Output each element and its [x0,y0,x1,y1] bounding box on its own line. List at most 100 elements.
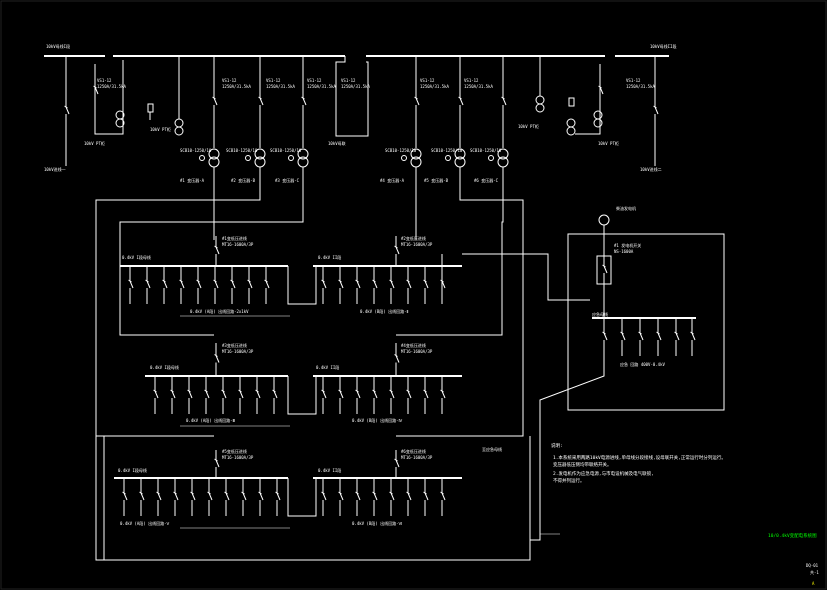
row3-feeder-14-x1 [372,491,376,495]
row3-left-bus: 0.4kV I段母线 [118,468,147,473]
row3-feeder-13-x1 [355,491,359,495]
sw-label-6: VS1-12 [420,78,435,83]
pt-left-sw-blade [94,86,99,95]
revision-mark: A [812,581,815,586]
row1-left-incomer-x1 [214,245,218,249]
row3-feeder-18-blade [441,492,446,501]
tx1-hv-breaker-x1 [212,96,216,100]
row2-feeder-2-x1 [170,389,174,393]
tx2-hv-breaker-blade [259,97,264,106]
pt-right-coil-b [593,118,603,128]
pt-left-pt-a [174,118,184,128]
row1-left-bus: 0.4kV I段母线 [122,255,151,260]
row2-feeder-14-blade [407,390,412,399]
pt-left-fuse [147,103,154,113]
bus-tie-label: 10kV母联 [328,141,346,146]
row2-coupler [287,376,317,415]
row2-right-breaker: #4变低压进线 [401,343,426,348]
generator-symbol [598,214,610,226]
row3-feeder-11-blade [322,492,327,501]
tx1-ct [199,155,205,161]
row2-left-breaker-sub: MT16-1600A/3P [222,349,254,354]
pt-left-pt-b [174,126,184,136]
sw-sub-5: 1250A/31.5kA [341,84,370,89]
row3-feeder-13-blade [356,492,361,501]
pt-right-pt-b [566,126,576,136]
row2-feeder-16-x1 [440,389,444,393]
row2-feeder-8-blade [273,390,278,399]
row3-right-bus: 0.4kV II段 [318,468,342,473]
tx6-hv-breaker-x1 [501,96,505,100]
pt-right-coil-a [593,110,603,120]
row2-right-breaker-sub: MT16-1600A/3P [401,349,433,354]
row1-feeder-14-blade [390,280,395,289]
row1-feeder-4-x1 [179,279,183,283]
lv-outer-loop [95,436,531,561]
row3-right-caption: 0.4kV (B段) 出线回路-Ⅵ [352,521,403,526]
pt-left-sw-x1 [93,85,97,89]
tx6-lv-lead [396,167,504,336]
row3-feeder-2-x1 [139,491,143,495]
gen-feeder-3-x1 [638,331,642,335]
tx-spec-2: SCB10-1250/10 [226,148,258,153]
row1-feeder-2-x1 [145,279,149,283]
incoming-right-label: 10kV进线二 [640,167,662,172]
tx4-hv-breaker-blade [415,97,420,106]
row3-left-breaker-sub: MT16-1600A/3P [222,455,254,460]
sw-label-2: VS1-12 [222,78,237,83]
row1-left-incomer-blade [215,246,220,255]
row2-feeder-1-x1 [153,389,157,393]
pt-right-sw-x1 [598,85,602,89]
row2-feeder-14-x1 [406,389,410,393]
row3-feeder-7-blade [225,492,230,501]
generator-panel [567,233,725,411]
gen-feeder-2-blade [621,332,626,341]
row3-right-breaker-sub: MT16-1600A/3P [401,455,433,460]
row2-feeder-10-blade [339,390,344,399]
row3-feeder-15-blade [390,492,395,501]
row3-feeder-14-blade [373,492,378,501]
pt-right-sw-blade [599,86,604,95]
row2-feeder-12-x1 [372,389,376,393]
row3-feeder-11-x1 [321,491,325,495]
gen-feeder-4-x1 [656,331,660,335]
pt-right-label: 10kV PT柜 [598,141,619,146]
row2-right-caption: 0.4kV (B段) 出线回路-Ⅳ [352,418,403,423]
row1-right-incomer-x1 [394,245,398,249]
row3-feeder-12-x1 [338,491,342,495]
row3-feeder-8-x1 [241,491,245,495]
gen-feeder-caption: 应急 回路 400V-0.4kV [620,362,665,367]
pt-right-meter-label: 10kV PT柜 [518,124,539,129]
row3-feeder-15-x1 [389,491,393,495]
row3-feeder-6-x1 [207,491,211,495]
gen-breaker-label: #1 发电机开关 [614,243,642,248]
pt-right-frame [575,64,601,135]
row1-feeder-16-x1 [423,279,427,283]
row2-feeder-3-x1 [187,389,191,393]
incoming-left-label: 10kV进线一 [44,167,66,172]
pt-left-meter-label: 10kV PT柜 [150,127,171,132]
row3-feeder-12-blade [339,492,344,501]
row1-feeder-15-x1 [406,279,410,283]
row1-feeder-9-x1 [264,279,268,283]
row2-feeder-6-blade [239,390,244,399]
tx3-ct [288,155,294,161]
row2-left-bus: 0.4kV I段母线 [150,365,179,370]
tx-spec-5: SCB10-1250/10 [431,148,463,153]
gen-breaker-box [596,255,612,285]
tx6-ct [488,155,494,161]
row3-feeder-10-x1 [275,491,279,495]
tx4-winding-hv [410,148,422,160]
row2-feeder-16-blade [441,390,446,399]
row2-feeder-5-x1 [221,389,225,393]
row2-left-breaker: #3变低压进线 [222,343,247,348]
gen-feeder-4-blade [657,332,662,341]
pt-right-meter-b [535,103,545,113]
row3-left-incomer-x1 [214,458,218,462]
row2-left-caption: 0.4kV (A段) 出线回路-Ⅲ [186,418,236,423]
sw-sub-4: 1250A/31.5kA [307,84,336,89]
row2-left-incomer-x1 [214,354,218,357]
row3-coupler [287,478,317,517]
